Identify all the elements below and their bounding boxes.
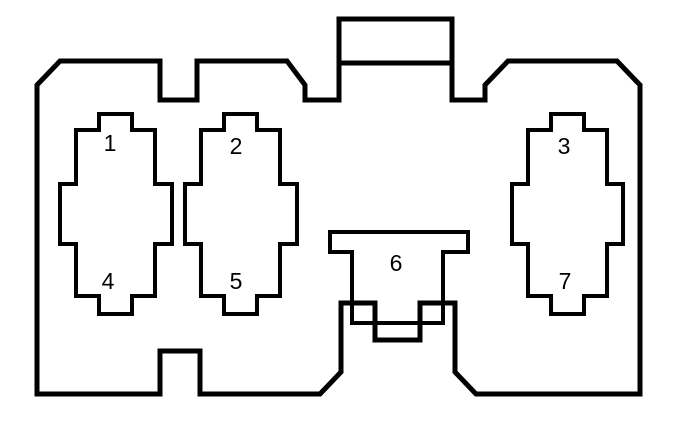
cavity-left-outline: [58, 112, 174, 316]
pin-label-4: 4: [102, 268, 115, 294]
connector-housing-outline: [34, 16, 643, 397]
pin-label-6: 6: [390, 250, 403, 276]
cavity-center-outline: [183, 112, 299, 316]
pin-label-3: 3: [558, 133, 571, 159]
cavity-right-outline: [510, 112, 625, 316]
pin-label-2: 2: [230, 133, 243, 159]
pin-label-5: 5: [230, 268, 243, 294]
cavity-tee-outline: [328, 230, 470, 325]
pin-label-1: 1: [104, 130, 117, 156]
pin-label-7: 7: [559, 268, 572, 294]
